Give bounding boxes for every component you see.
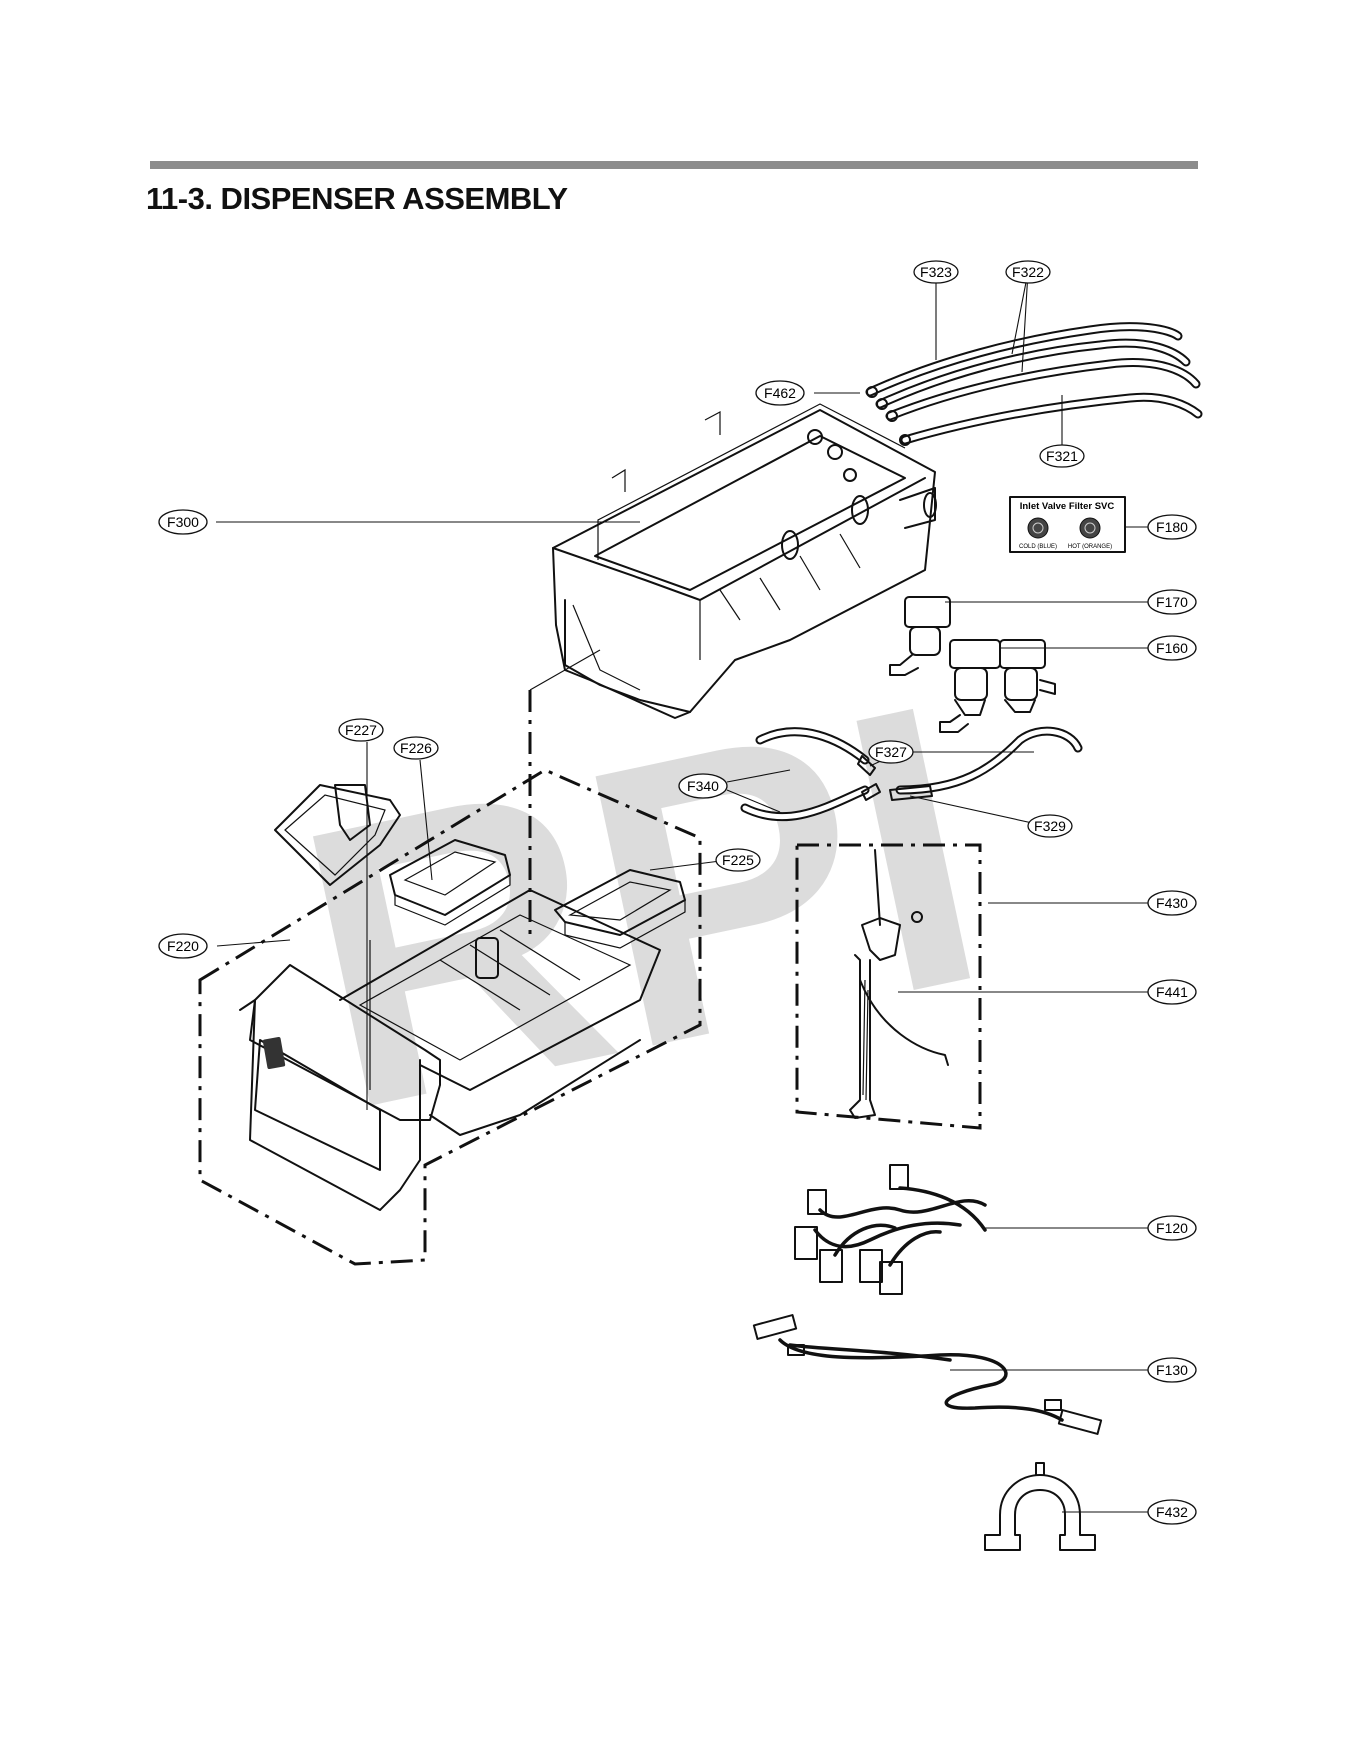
cold-filter-icon xyxy=(1027,517,1049,539)
callout-F170: F170 xyxy=(1147,589,1197,615)
callout-F227: F227 xyxy=(338,718,384,742)
svg-text:F340: F340 xyxy=(687,778,719,794)
callout-F432: F432 xyxy=(1147,1499,1197,1525)
watermark: RPI xyxy=(269,618,1014,1194)
callout-F130: F130 xyxy=(1147,1357,1197,1383)
svg-text:F322: F322 xyxy=(1012,264,1044,280)
callout-F327: F327 xyxy=(868,740,914,764)
svg-text:F432: F432 xyxy=(1156,1504,1188,1520)
dispenser-housing xyxy=(552,403,937,719)
wire-harness-f120 xyxy=(794,1164,987,1295)
svg-text:F300: F300 xyxy=(167,514,199,530)
svg-text:F441: F441 xyxy=(1156,984,1188,1000)
header-rule xyxy=(150,161,1198,169)
callout-F322: F322 xyxy=(1005,260,1051,284)
leader-lines xyxy=(216,271,1148,1513)
filter-right-label: HOT (ORANGE) xyxy=(1068,544,1112,550)
filter-box-title: Inlet Valve Filter SVC xyxy=(1020,501,1115,512)
water-valves xyxy=(889,596,1056,733)
svg-text:F170: F170 xyxy=(1156,594,1188,610)
section-title: 11-3. DISPENSER ASSEMBLY xyxy=(146,181,568,216)
svg-text:F227: F227 xyxy=(345,722,377,738)
svg-text:F462: F462 xyxy=(764,385,796,401)
water-hoses xyxy=(865,322,1203,446)
drawer-button-icon xyxy=(262,1036,286,1070)
callout-F160: F160 xyxy=(1147,635,1197,661)
dispenser-drawer-group xyxy=(198,768,702,1266)
filter-left-label: COLD (BLUE) xyxy=(1019,544,1057,550)
callout-F462: F462 xyxy=(755,380,805,406)
callout-F180: F180 xyxy=(1147,514,1197,540)
callout-F441: F441 xyxy=(1147,979,1197,1005)
callout-F340: F340 xyxy=(678,773,728,799)
svg-text:F323: F323 xyxy=(920,264,952,280)
svg-text:F329: F329 xyxy=(1034,818,1066,834)
svg-text:F160: F160 xyxy=(1156,640,1188,656)
callout-F300: F300 xyxy=(158,509,208,535)
small-hoses xyxy=(740,726,1083,822)
svg-text:F226: F226 xyxy=(400,740,432,756)
callout-F225: F225 xyxy=(715,848,761,872)
svg-text:F327: F327 xyxy=(875,744,907,760)
svg-text:F130: F130 xyxy=(1156,1362,1188,1378)
callout-F323: F323 xyxy=(913,260,959,284)
drain-assembly-group xyxy=(795,843,982,1130)
svg-text:F220: F220 xyxy=(167,938,199,954)
drawer-inserts xyxy=(274,784,686,949)
svg-text:F120: F120 xyxy=(1156,1220,1188,1236)
svg-text:F321: F321 xyxy=(1046,448,1078,464)
hot-filter-icon xyxy=(1079,517,1101,539)
callout-F220: F220 xyxy=(158,933,208,959)
inlet-valve-filter-box: Inlet Valve Filter SVC COLD (BLUE) HOT (… xyxy=(1009,496,1126,553)
hose-clamp xyxy=(984,1462,1096,1551)
callout-F120: F120 xyxy=(1147,1215,1197,1241)
wire-harness-f130 xyxy=(752,1314,1103,1435)
callout-F321: F321 xyxy=(1039,444,1085,468)
callout-F226: F226 xyxy=(393,736,439,760)
callout-F430: F430 xyxy=(1147,890,1197,916)
svg-text:F225: F225 xyxy=(722,852,754,868)
callout-F329: F329 xyxy=(1027,814,1073,838)
svg-text:F180: F180 xyxy=(1156,519,1188,535)
svg-text:F430: F430 xyxy=(1156,895,1188,911)
